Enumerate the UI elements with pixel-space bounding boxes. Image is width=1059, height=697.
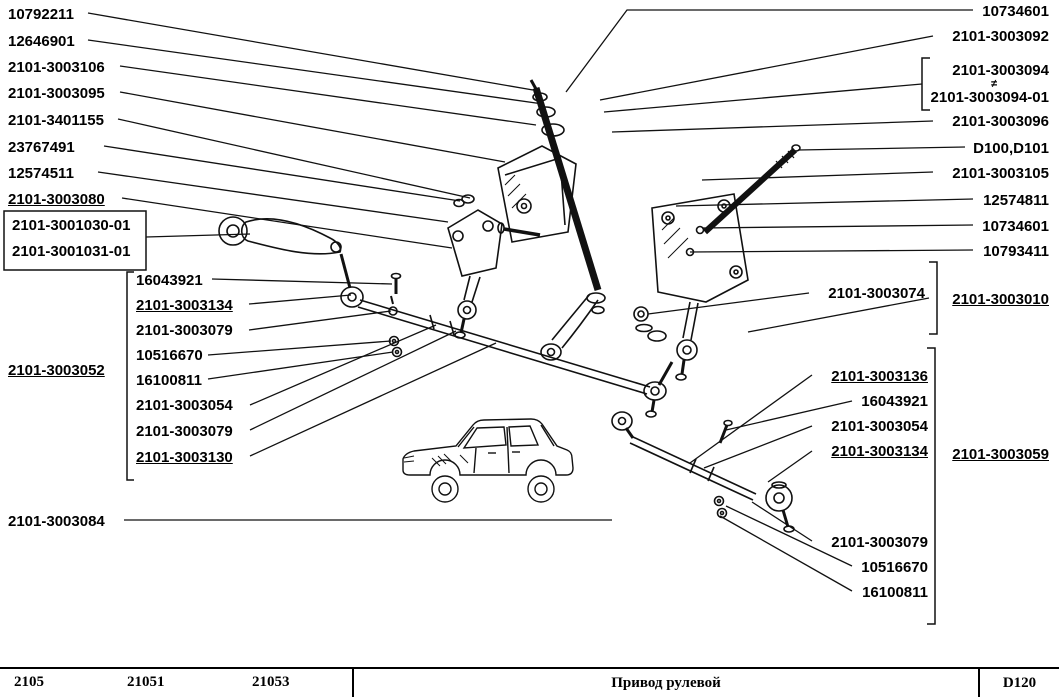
part-number-label: 2101-3003130 <box>136 449 233 466</box>
part-relay-rod <box>339 253 674 418</box>
part-number-label: 23767491 <box>8 139 75 156</box>
part-steering-arm <box>447 194 541 339</box>
part-number-label: 10793411 <box>983 243 1049 260</box>
assembly-number-label: 2101-3003059 <box>952 446 1049 463</box>
footer-page-code: D120 <box>978 669 1059 697</box>
part-number-label: 12646901 <box>8 33 75 50</box>
part-number-label: 2101-3003106 <box>8 59 105 76</box>
footer-section-title: Привод рулевой <box>352 669 978 697</box>
part-number-label: 2101-3003134 <box>136 297 233 314</box>
part-number-label: 10516670 <box>136 347 203 364</box>
part-number-label: 10792211 <box>8 6 74 23</box>
car-silhouette <box>402 418 574 503</box>
footer-model: 21051 <box>127 674 165 690</box>
part-number-label: 2101-3003079 <box>831 534 928 551</box>
part-number-label: 2101-3003054 <box>831 418 928 435</box>
part-tie-rod-right <box>611 411 795 533</box>
part-number-label: 12574811 <box>983 192 1049 209</box>
part-number-label: 10734601 <box>982 3 1049 20</box>
part-number-label: 2101-3003096 <box>952 113 1049 130</box>
part-number-label: 2101-3003136 <box>831 368 928 385</box>
part-number-label: 2101-3003084 <box>8 513 105 530</box>
part-number-label-boxed: 2101-3001030-01 <box>12 217 131 234</box>
part-number-label: 16100811 <box>862 584 928 601</box>
part-number-label: 2101-3003074 <box>828 285 925 302</box>
part-number-label: 10516670 <box>861 559 928 576</box>
label-brackets <box>3 57 938 625</box>
part-number-label-boxed: 2101-3001031-01 <box>12 243 131 260</box>
part-steering-column <box>497 79 606 349</box>
part-pitman-arm <box>218 216 342 255</box>
part-number-label: 2101-3003094-01 <box>930 89 1049 106</box>
footer-table: 2105 21051 21053 Привод рулевой D120 <box>0 667 1059 697</box>
footer-model: 2105 <box>14 674 44 690</box>
part-number-label: 2101-3003092 <box>952 28 1049 45</box>
part-number-label: 12574511 <box>8 165 74 182</box>
assembly-number-label: 2101-3003052 <box>8 362 105 379</box>
part-number-label: 2101-3003134 <box>831 443 928 460</box>
part-number-label: 2101-3003079 <box>136 423 233 440</box>
part-number-label: D100,D101 <box>973 140 1049 157</box>
part-number-label: 10734601 <box>982 218 1049 235</box>
assembly-number-label: 2101-3003010 <box>952 291 1049 308</box>
part-number-label: 16043921 <box>136 272 203 289</box>
part-idler-arm-bracket <box>633 193 749 381</box>
part-number-label: 2101-3003080 <box>8 191 105 208</box>
part-number-label: 2101-3401155 <box>8 112 104 129</box>
footer-models-cell: 2105 21051 21053 <box>0 669 352 697</box>
part-number-label: 2101-3003095 <box>8 85 105 102</box>
part-number-label: 2101-3003054 <box>136 397 233 414</box>
footer-model: 21053 <box>252 674 290 690</box>
part-number-label: 16043921 <box>861 393 928 410</box>
part-number-label: 2101-3003105 <box>952 165 1049 182</box>
part-number-label: 2101-3003079 <box>136 322 233 339</box>
part-number-label: 16100811 <box>136 372 202 389</box>
variant-mark: ≠ <box>990 78 997 90</box>
part-number-label: 2101-3003094 <box>952 62 1049 79</box>
part-steering-shaft-rod <box>702 144 801 235</box>
leader-lines <box>87 9 974 592</box>
